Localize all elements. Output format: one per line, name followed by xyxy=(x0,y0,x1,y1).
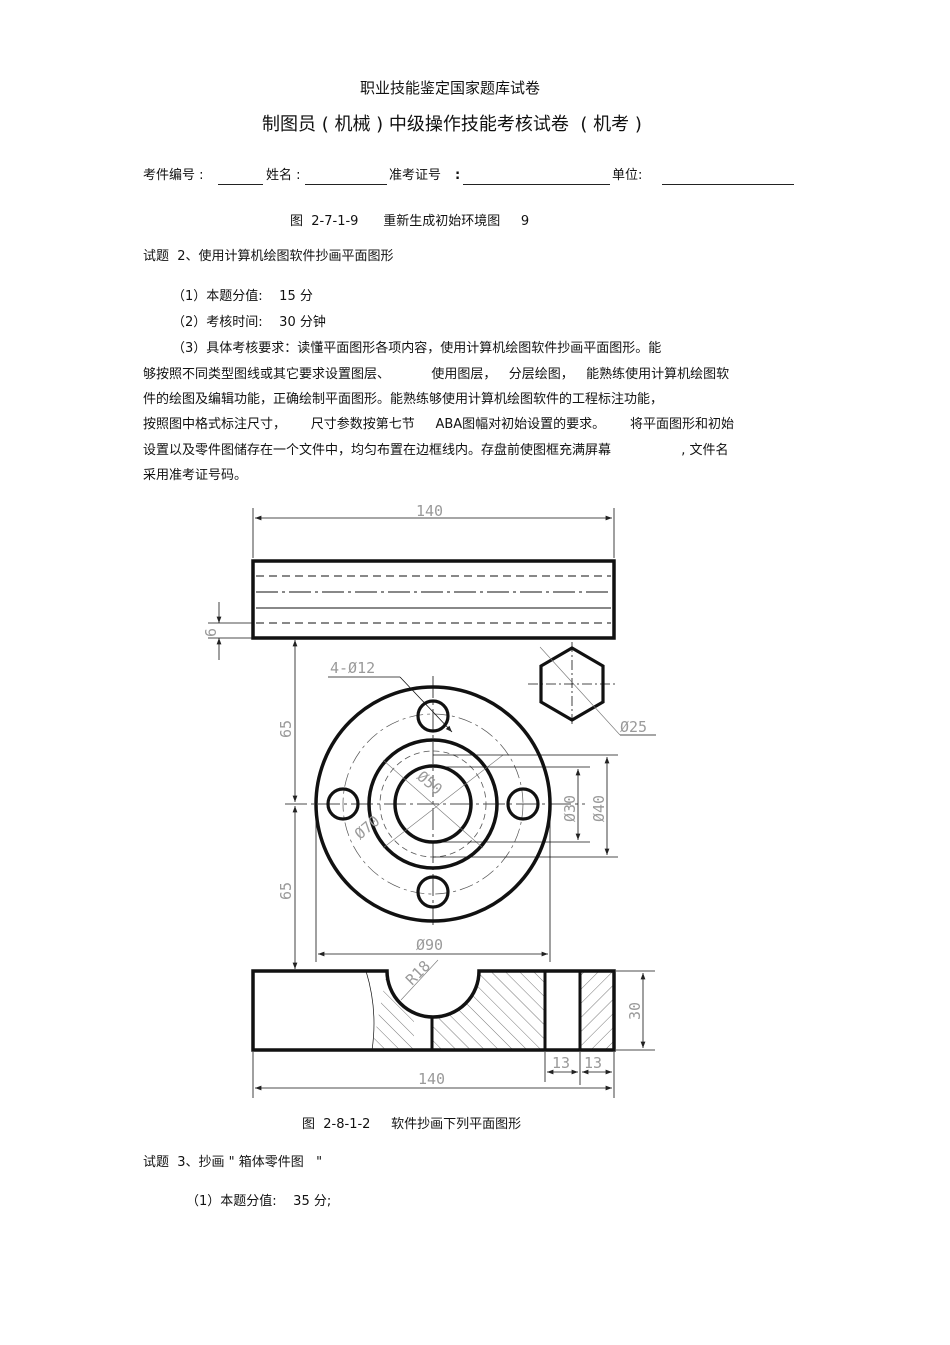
dim-13b: 13 xyxy=(584,1054,602,1072)
exam-title: 制图员 ( 机械 ) 中级操作技能考核试卷 ( 机考 ) xyxy=(262,114,642,135)
piece-no-field[interactable] xyxy=(218,184,263,185)
figure-caption-1: 图 2-7-1-9 重新生成初始环境图 9 xyxy=(290,214,530,229)
question-2-req-line-2: 够按照不同类型图线或其它要求设置图层、 使用图层， 分层绘图， 能熟练使用计算机… xyxy=(143,367,730,382)
name-label: 姓名 : xyxy=(266,168,301,183)
exam-subtitle: 职业技能鉴定国家题库试卷 xyxy=(360,79,541,97)
question-2-time: （2）考核时间: 30 分钟 xyxy=(172,315,326,330)
dim-d30: Ø30 xyxy=(561,795,579,822)
dim-d40: Ø40 xyxy=(590,795,608,822)
question-2-score: （1）本题分值: 15 分 xyxy=(172,289,313,304)
dim-height-30: 30 xyxy=(626,1002,644,1020)
question-2-req-line-3: 件的绘图及编辑功能，正确绘制平面图形。能熟练够使用计算机绘图软件的工程标注功能， xyxy=(143,392,664,407)
figure-caption-2: 图 2-8-1-2 软件抄画下列平面图形 xyxy=(302,1117,522,1132)
dim-thickness-6: 6 xyxy=(202,628,220,637)
question-2-req-line-6: 采用准考证号码。 xyxy=(143,468,248,483)
question-3-score: （1）本题分值: 35 分; xyxy=(186,1194,332,1209)
name-field[interactable] xyxy=(305,184,387,185)
question-3-title: 试题 3、抄画 " 箱体零件图 " xyxy=(143,1155,323,1170)
unit-field[interactable] xyxy=(662,184,794,185)
dim-d90: Ø90 xyxy=(416,936,443,954)
hexagon-view xyxy=(528,642,656,736)
exam-id-field[interactable] xyxy=(463,184,610,185)
question-2-req-line-5: 设置以及零件图储存在一个文件中，均匀布置在边框线内。存盘前使图框充满屏幕 , 文… xyxy=(143,443,729,458)
dim-hex-25: Ø25 xyxy=(620,718,647,736)
front-view xyxy=(285,676,618,962)
piece-no-label: 考件编号 : xyxy=(143,168,204,183)
section-view xyxy=(251,959,655,1098)
exam-id-label: 准考证号 xyxy=(389,168,442,183)
question-2-req-line-1: （3）具体考核要求：读懂平面图形各项内容，使用计算机绘图软件抄画平面图形。能 xyxy=(172,341,662,356)
dim-upper-65: 65 xyxy=(277,720,295,738)
unit-label: 单位: xyxy=(612,168,643,183)
dim-d50: Ø50 xyxy=(413,767,445,798)
question-2-req-line-4: 按照图中格式标注尺寸， 尺寸参数按第七节 ABA图幅对初始设置的要求。 将平面图… xyxy=(143,417,734,432)
dim-holes: 4-Ø12 xyxy=(330,659,375,677)
dim-top-140: 140 xyxy=(416,502,443,520)
dim-lower-65: 65 xyxy=(277,882,295,900)
dim-bottom-140: 140 xyxy=(418,1070,445,1088)
dim-13a: 13 xyxy=(552,1054,570,1072)
exam-id-colon: : xyxy=(455,168,461,183)
top-view xyxy=(208,508,616,660)
question-2-title: 试题 2、使用计算机绘图软件抄画平面图形 xyxy=(143,249,394,264)
